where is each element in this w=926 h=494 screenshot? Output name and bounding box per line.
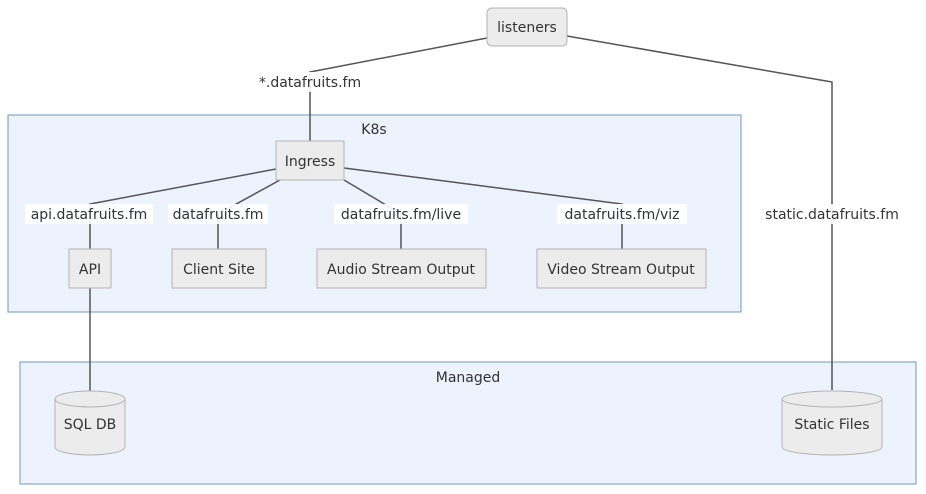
- edge-label-api-domain: api.datafruits.fm: [31, 207, 148, 223]
- node-sql-db-label: SQL DB: [64, 417, 117, 433]
- node-ingress: Ingress: [275, 140, 345, 181]
- node-ingress-label: Ingress: [285, 154, 336, 170]
- cluster-managed-label: Managed: [436, 370, 501, 386]
- node-api-label: API: [79, 262, 101, 278]
- node-api: API: [68, 248, 112, 289]
- node-audio-stream-output: Audio Stream Output: [316, 248, 487, 289]
- edge-label-live-domain: datafruits.fm/live: [341, 207, 461, 223]
- node-static-files: Static Files: [781, 390, 883, 456]
- node-listeners: listeners: [486, 7, 568, 47]
- node-sql-db: SQL DB: [54, 390, 126, 456]
- edge-label-wildcard-domain: *.datafruits.fm: [259, 75, 361, 91]
- edge-listeners-static-files: [566, 35, 833, 390]
- node-listeners-label: listeners: [497, 20, 557, 36]
- node-video-stream-label: Video Stream Output: [547, 262, 695, 278]
- edge-label-static-domain: static.datafruits.fm: [765, 207, 899, 223]
- node-video-stream-output: Video Stream Output: [536, 248, 707, 289]
- edge-label-client-domain: datafruits.fm: [173, 207, 264, 223]
- edge-label-viz-domain: datafruits.fm/viz: [564, 207, 679, 223]
- node-client-site-label: Client Site: [183, 262, 255, 278]
- cluster-managed: Managed: [19, 361, 917, 485]
- node-client-site: Client Site: [171, 248, 267, 289]
- node-static-files-label: Static Files: [794, 417, 869, 433]
- cluster-k8s-label: K8s: [361, 122, 386, 138]
- node-audio-stream-label: Audio Stream Output: [327, 262, 475, 278]
- edge-labels: *.datafruits.fm static.datafruits.fm api…: [25, 72, 906, 224]
